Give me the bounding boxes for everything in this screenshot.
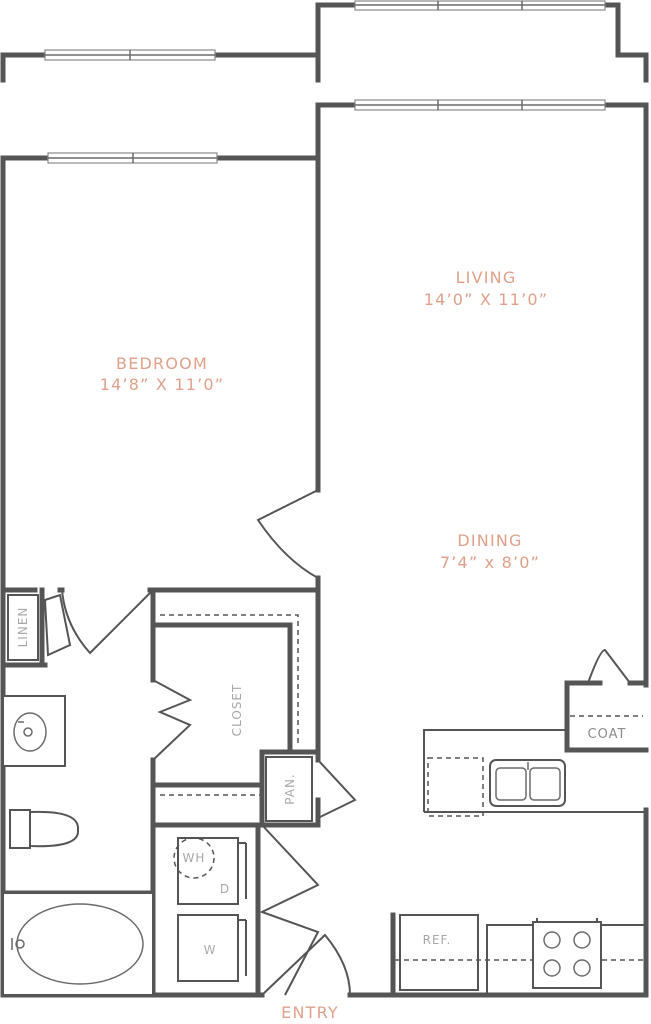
refrigerator [399,914,479,991]
burner-icon [543,931,561,949]
entry-label: ENTRY [281,1003,339,1022]
balcony-walls [0,2,649,83]
outer-walls [0,102,649,998]
dryer-label: D [220,882,230,896]
kitchen-sink-icon [489,759,566,807]
toilet-icon [29,810,80,848]
washer [177,914,239,982]
vanity [2,695,66,767]
sink-icon [13,712,47,752]
bedroom-size: 14’8” X 11’0” [100,375,225,394]
pantry-label: PAN. [283,773,297,804]
closet-label: CLOSET [230,684,244,737]
burner-icon [573,959,591,977]
washer-label: W [204,943,217,957]
bathtub [2,892,154,996]
interior-walls [0,575,649,998]
burner-icon [573,931,591,949]
range [532,921,602,989]
coat-label: COAT [588,727,627,742]
water-heater-label: WH [183,851,206,865]
toilet-tank [9,809,31,849]
burner-icon [543,959,561,977]
dining-size: 7’4” x 8’0” [440,553,540,572]
doors [43,489,631,996]
living-name: LIVING [456,268,517,287]
refrigerator-label: REF. [423,933,452,947]
living-size: 14’0” X 11’0” [424,290,549,309]
balcony-windows [44,0,606,61]
linen-label: LINEN [16,607,30,648]
windows [47,99,606,164]
water-heater-icon [173,837,215,879]
dining-name: DINING [457,531,522,550]
bedroom-name: BEDROOM [116,354,208,373]
dryer [177,837,239,905]
fixtures [2,594,646,996]
